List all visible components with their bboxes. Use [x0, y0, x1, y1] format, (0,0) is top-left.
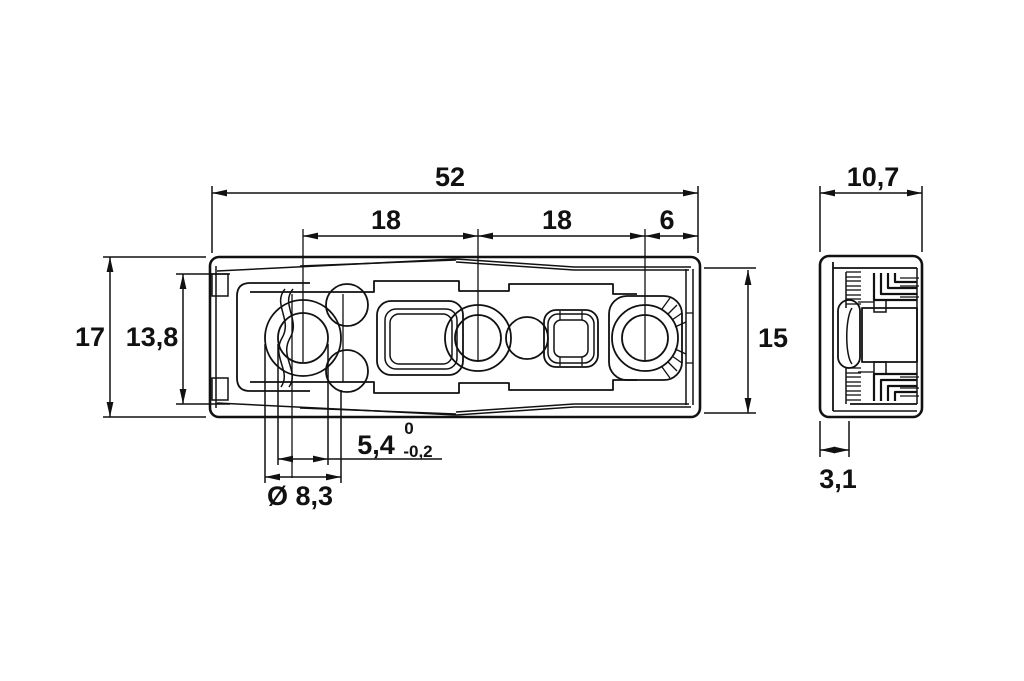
- side-view: [818, 254, 924, 419]
- front-outline: [208, 255, 702, 419]
- dim-inner-height: 13,8: [126, 273, 230, 405]
- front-middle-circle: [505, 316, 549, 360]
- dim-right-height-label: 15: [758, 323, 788, 353]
- dim-pitch-left-label: 18: [371, 205, 401, 235]
- front-view: [208, 229, 702, 478]
- small-circle-bottom: [325, 349, 369, 393]
- front-left-end: [211, 266, 310, 408]
- dim-flange-width-label: 3,1: [819, 464, 857, 494]
- side-left-channel: [837, 299, 861, 369]
- serration-top-right: [661, 297, 687, 328]
- front-right-band: [685, 269, 694, 405]
- front-top-edge-lines: [216, 258, 691, 272]
- dim-slot-width: 5,4 0 -0,2: [277, 344, 442, 465]
- dim-depth: 10,7: [819, 162, 923, 252]
- dim-flange-width: 3,1: [819, 421, 857, 494]
- small-circle-top: [325, 283, 369, 327]
- dim-overall-height: 17: [75, 256, 206, 418]
- front-square-module: [543, 309, 599, 368]
- side-coil-bottom: [845, 367, 861, 404]
- dim-hole-diameter: Ø 8,3: [264, 344, 342, 511]
- dim-slot-width-label: 5,4: [357, 430, 395, 460]
- front-center-lines: [302, 229, 646, 362]
- dim-inner-height-label: 13,8: [126, 322, 179, 352]
- front-inner-contour: [250, 280, 637, 394]
- dim-pitch-right-label: 18: [542, 205, 572, 235]
- front-bottom-edge-lines: [216, 402, 691, 416]
- dim-overall-width-label: 52: [435, 162, 465, 192]
- side-coil-top: [845, 271, 861, 308]
- dim-right-height: 15: [704, 267, 788, 414]
- side-inner-frame: [832, 262, 918, 412]
- side-center-block: [861, 307, 918, 363]
- dim-slot-tol-upper-label: 0: [404, 419, 413, 438]
- side-bracket-top: [858, 273, 919, 313]
- serration-bottom-right: [661, 348, 687, 379]
- dim-end-distance-label: 6: [659, 205, 674, 235]
- side-bracket-bottom: [858, 361, 919, 401]
- front-hole-3: [608, 295, 687, 381]
- dim-hole-diameter-label: Ø 8,3: [267, 481, 333, 511]
- dim-overall-width: 52: [211, 162, 699, 253]
- dim-depth-label: 10,7: [847, 162, 900, 192]
- dim-overall-height-label: 17: [75, 322, 105, 352]
- dim-hole-pitches: 18 18 6: [303, 205, 698, 240]
- dim-slot-tol-lower-label: -0,2: [403, 442, 432, 461]
- front-slot-module: [376, 300, 464, 376]
- side-outline: [818, 254, 924, 419]
- dimensions: 52 18 18 6 17 13,8: [75, 162, 923, 511]
- front-hole-1: [264, 283, 369, 478]
